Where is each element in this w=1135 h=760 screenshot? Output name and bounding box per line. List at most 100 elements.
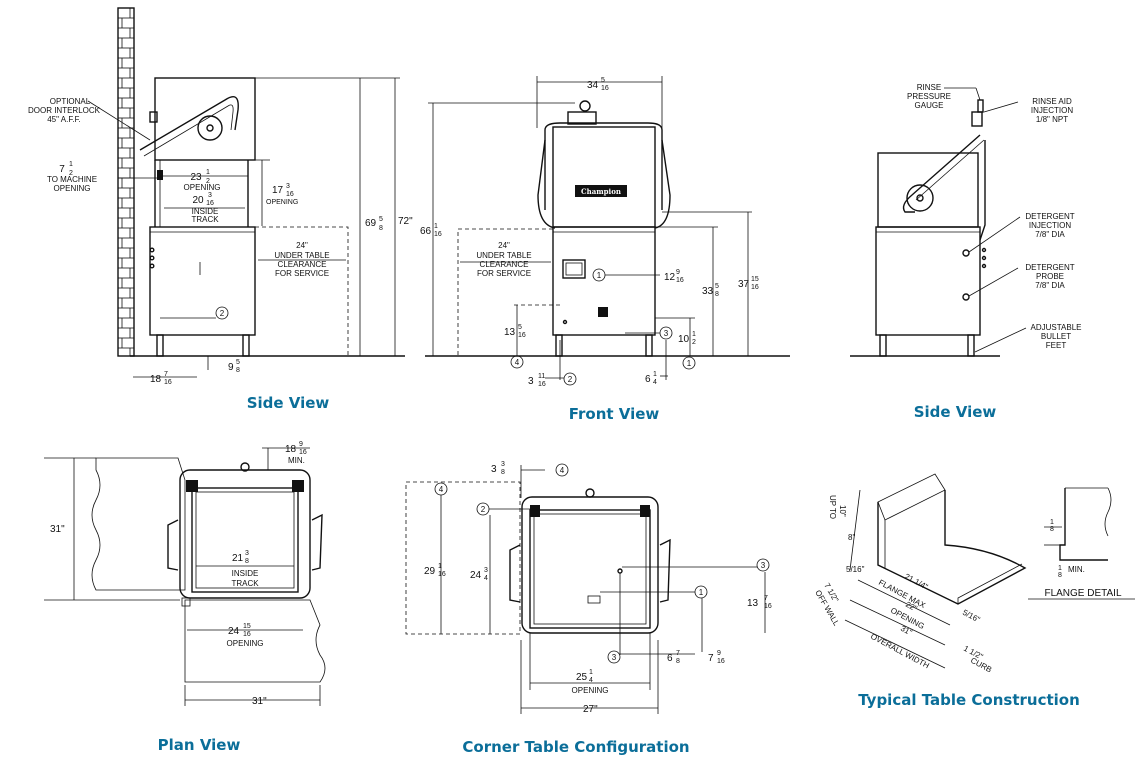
svg-text:15: 15 xyxy=(243,623,251,630)
svg-text:OPENING: OPENING xyxy=(572,686,609,695)
leg xyxy=(242,334,250,357)
svg-text:2: 2 xyxy=(69,170,73,177)
svg-text:18: 18 xyxy=(150,374,162,385)
leg xyxy=(967,334,975,357)
clearance-box xyxy=(255,226,349,356)
side-view-right: RINSE PRESSURE GAUGE RINSE AID INJECTION… xyxy=(850,83,1081,421)
svg-text:OPENING: OPENING xyxy=(184,183,221,192)
svg-text:21: 21 xyxy=(232,553,244,564)
svg-text:OVERALL WIDTH: OVERALL WIDTH xyxy=(869,632,931,671)
svg-text:25: 25 xyxy=(576,672,588,683)
side-view-left: 2 OPTIONAL DOOR INTERLOCK 45" A.F.F. 7 1… xyxy=(28,7,413,412)
svg-text:8: 8 xyxy=(676,658,680,665)
svg-text:13: 13 xyxy=(504,327,516,338)
svg-text:7/8" DIA: 7/8" DIA xyxy=(1035,281,1065,290)
leg xyxy=(645,334,653,357)
svg-text:3: 3 xyxy=(484,567,488,574)
svg-text:4: 4 xyxy=(515,358,520,367)
svg-text:UNDER TABLE: UNDER TABLE xyxy=(476,251,531,260)
handle-left xyxy=(537,139,556,229)
svg-text:DETERGENT: DETERGENT xyxy=(1025,263,1074,272)
svg-text:2: 2 xyxy=(692,339,696,346)
svg-text:21 1/4": 21 1/4" xyxy=(903,572,930,592)
svg-text:INJECTION: INJECTION xyxy=(1029,221,1071,230)
svg-text:MIN.: MIN. xyxy=(1068,565,1085,574)
caption-plan-view: Plan View xyxy=(158,736,241,754)
svg-text:7: 7 xyxy=(164,371,168,378)
svg-text:FLANGE DETAIL: FLANGE DETAIL xyxy=(1044,588,1121,599)
svg-text:CLEARANCE: CLEARANCE xyxy=(480,260,529,269)
svg-text:3: 3 xyxy=(664,329,669,338)
svg-text:UP TO: UP TO xyxy=(828,495,837,519)
svg-text:5: 5 xyxy=(601,77,605,84)
svg-text:8": 8" xyxy=(848,533,855,542)
svg-text:3: 3 xyxy=(208,192,212,199)
svg-text:7/8" DIA: 7/8" DIA xyxy=(1035,230,1065,239)
svg-text:31": 31" xyxy=(899,624,914,638)
svg-text:3: 3 xyxy=(612,653,617,662)
svg-text:5: 5 xyxy=(379,216,383,223)
svg-text:3: 3 xyxy=(501,461,505,468)
svg-text:16: 16 xyxy=(206,200,214,207)
svg-text:TRACK: TRACK xyxy=(191,215,219,224)
svg-text:DOOR INTERLOCK: DOOR INTERLOCK xyxy=(28,106,101,115)
leg xyxy=(879,334,887,357)
svg-text:8: 8 xyxy=(1058,572,1062,579)
svg-text:8: 8 xyxy=(245,558,249,565)
svg-text:1: 1 xyxy=(589,669,593,676)
hood-arm xyxy=(902,134,981,213)
svg-text:RINSE AID: RINSE AID xyxy=(1032,97,1072,106)
svg-text:1/8" NPT: 1/8" NPT xyxy=(1036,115,1068,124)
svg-text:ADJUSTABLE: ADJUSTABLE xyxy=(1031,323,1082,332)
svg-text:1: 1 xyxy=(206,169,210,176)
svg-text:16: 16 xyxy=(243,631,251,638)
svg-text:OPENING: OPENING xyxy=(54,184,91,193)
svg-text:6: 6 xyxy=(667,653,673,664)
svg-text:1: 1 xyxy=(1058,565,1062,572)
hood xyxy=(154,77,256,161)
svg-text:4: 4 xyxy=(439,485,444,494)
corner-table-view: 3 3 8 4 4 29 1 16 2 24 3 4 3 13 7 16 1 xyxy=(405,461,772,756)
svg-text:16: 16 xyxy=(299,449,307,456)
svg-text:UNDER TABLE: UNDER TABLE xyxy=(274,251,329,260)
svg-text:13: 13 xyxy=(747,598,759,609)
svg-text:TO MACHINE: TO MACHINE xyxy=(47,175,97,184)
corner-table xyxy=(405,481,521,635)
svg-text:1: 1 xyxy=(438,563,442,570)
svg-text:8: 8 xyxy=(236,367,240,374)
svg-text:18: 18 xyxy=(285,444,297,455)
clearance-box xyxy=(457,228,553,356)
brand-badge xyxy=(575,185,627,197)
backsplash xyxy=(877,473,946,521)
svg-text:1: 1 xyxy=(692,331,696,338)
svg-text:31": 31" xyxy=(252,696,267,707)
svg-text:7: 7 xyxy=(708,653,714,664)
caption-table-construction: Typical Table Construction xyxy=(858,691,1080,709)
svg-text:GAUGE: GAUGE xyxy=(915,101,944,110)
svg-text:FOR SERVICE: FOR SERVICE xyxy=(275,269,329,278)
svg-text:INSIDE: INSIDE xyxy=(232,569,259,578)
svg-text:1: 1 xyxy=(69,161,73,168)
svg-text:3: 3 xyxy=(491,464,497,475)
svg-text:1: 1 xyxy=(597,271,602,280)
svg-text:7: 7 xyxy=(59,164,65,175)
svg-text:9: 9 xyxy=(299,441,303,448)
leg xyxy=(156,334,164,357)
svg-text:Champion: Champion xyxy=(581,187,621,196)
svg-text:69: 69 xyxy=(365,218,377,229)
svg-text:45" A.F.F.: 45" A.F.F. xyxy=(47,115,81,124)
svg-text:66: 66 xyxy=(420,226,432,237)
svg-text:16: 16 xyxy=(676,277,684,284)
svg-text:4: 4 xyxy=(560,466,565,475)
cabinet xyxy=(149,226,256,336)
machine-outline xyxy=(521,496,659,634)
svg-text:24": 24" xyxy=(296,241,308,250)
svg-text:2: 2 xyxy=(481,505,486,514)
svg-text:4: 4 xyxy=(653,379,657,386)
svg-text:16: 16 xyxy=(434,231,442,238)
handle-left xyxy=(509,544,521,603)
svg-text:5/16": 5/16" xyxy=(846,565,865,574)
svg-text:16: 16 xyxy=(164,379,172,386)
svg-text:TRACK: TRACK xyxy=(231,579,259,588)
